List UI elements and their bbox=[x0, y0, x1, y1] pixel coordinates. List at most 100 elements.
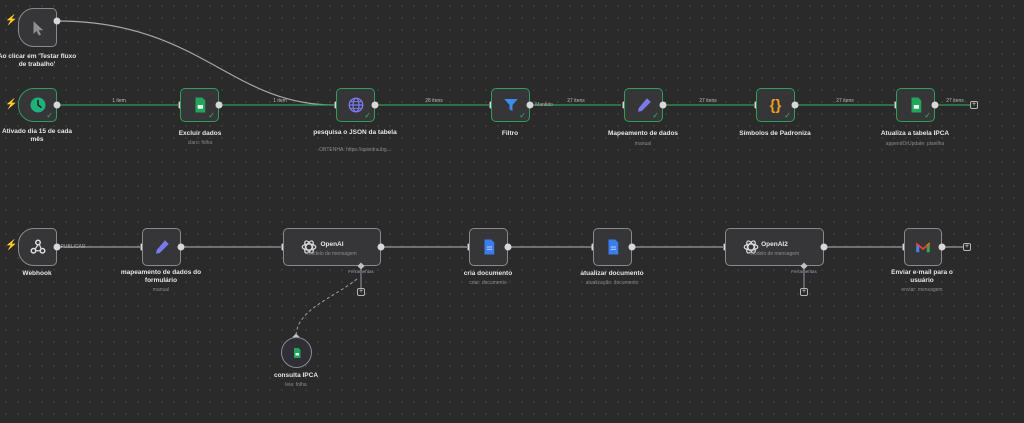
edge-click-to-http[interactable] bbox=[56, 20, 335, 106]
node-mapeamento-dados[interactable]: ✓ bbox=[624, 88, 663, 122]
node-label: Excluir dados bbox=[178, 130, 222, 137]
globe-icon bbox=[347, 96, 365, 114]
edge-item-count: 1 item bbox=[273, 98, 287, 104]
node-text: OpenAI Modelo de mensagem bbox=[284, 241, 380, 257]
node-label: mapeamento de dados do formulário bbox=[120, 269, 202, 284]
code-braces-icon: {} bbox=[769, 96, 782, 114]
tool-label: Ferramentas bbox=[791, 269, 817, 274]
node-label: Filtro bbox=[501, 130, 519, 137]
output-handle[interactable] bbox=[377, 243, 385, 251]
edge-item-count: 27 itens bbox=[699, 98, 717, 104]
output-handle[interactable] bbox=[931, 101, 939, 109]
edge-output-label: PUBLICAR bbox=[60, 244, 86, 250]
clock-icon bbox=[29, 96, 47, 114]
node-label: cria documento bbox=[463, 270, 513, 277]
add-node-button[interactable]: + bbox=[963, 243, 971, 251]
pencil-icon bbox=[635, 96, 653, 114]
add-node-button[interactable]: + bbox=[970, 101, 978, 109]
output-handle[interactable] bbox=[659, 101, 667, 109]
edge-item-count: 28 itens bbox=[425, 98, 443, 104]
output-handle[interactable] bbox=[53, 17, 61, 25]
node-label: Ativado dia 15 de cada mês bbox=[1, 128, 73, 143]
output-handle[interactable] bbox=[371, 101, 379, 109]
trigger-bolt-icon: ⚡ bbox=[5, 15, 18, 26]
openai-icon bbox=[742, 238, 760, 256]
node-subtitle: atualização: documento bbox=[585, 280, 639, 286]
node-mapeamento-formulario[interactable] bbox=[142, 228, 181, 266]
edge-output-label: Mantido bbox=[535, 102, 553, 108]
openai-icon bbox=[300, 238, 318, 256]
pencil-icon bbox=[153, 238, 171, 256]
add-tool-button[interactable]: + bbox=[800, 288, 808, 296]
node-subtitle: OBTENHA: https://apisidra.ibg... bbox=[319, 147, 391, 153]
node-label: Enviar e-mail para o usuário bbox=[891, 269, 953, 284]
webhook-icon bbox=[29, 238, 47, 256]
output-handle[interactable] bbox=[215, 101, 223, 109]
node-gmail[interactable] bbox=[904, 228, 942, 266]
output-handle[interactable] bbox=[628, 243, 636, 251]
success-check-icon: ✓ bbox=[519, 111, 526, 120]
node-label: OpenAI2 bbox=[761, 241, 788, 248]
google-docs-icon bbox=[604, 238, 622, 256]
node-label: Atualiza a tabela IPCA bbox=[880, 130, 950, 137]
output-handle[interactable] bbox=[791, 101, 799, 109]
node-label: Mapeamento de dados bbox=[607, 130, 679, 137]
node-subtitle: manual bbox=[152, 287, 170, 293]
trigger-bolt-icon: ⚡ bbox=[5, 240, 18, 251]
node-subtitle: manual bbox=[634, 141, 652, 147]
node-subtitle: appendOrUpdate: planilha bbox=[885, 141, 945, 147]
node-atualizar-documento[interactable] bbox=[593, 228, 632, 266]
node-cria-documento[interactable] bbox=[469, 228, 508, 266]
node-label: Webhook bbox=[22, 270, 52, 277]
success-check-icon: ✓ bbox=[364, 111, 371, 120]
success-check-icon: ✓ bbox=[652, 111, 659, 120]
node-filtro[interactable]: ✓ bbox=[491, 88, 530, 122]
output-handle[interactable] bbox=[526, 101, 534, 109]
node-subtitle: Modelo de mensagem bbox=[749, 251, 800, 257]
add-tool-button[interactable]: + bbox=[357, 288, 365, 296]
output-handle[interactable] bbox=[504, 243, 512, 251]
success-check-icon: ✓ bbox=[46, 111, 53, 120]
node-webhook[interactable] bbox=[18, 228, 57, 266]
success-check-icon: ✓ bbox=[784, 111, 791, 120]
edge-item-count: 1 item bbox=[112, 98, 126, 104]
node-consulta-ipca[interactable] bbox=[281, 337, 312, 368]
node-click-trigger[interactable] bbox=[18, 8, 57, 47]
output-handle[interactable] bbox=[53, 101, 61, 109]
node-openai2[interactable]: OpenAI2 Modelo de mensagem bbox=[725, 228, 824, 266]
edge-item-count: 27 itens bbox=[946, 98, 964, 104]
google-docs-icon bbox=[480, 238, 498, 256]
node-subtitle: Modelo de mensagem bbox=[307, 251, 357, 257]
node-subtitle: claro: folha bbox=[187, 140, 213, 146]
node-label: Ao clicar em 'Testar fluxo de trabalho' bbox=[0, 53, 77, 68]
success-check-icon: ✓ bbox=[208, 111, 215, 120]
output-handle[interactable] bbox=[177, 243, 185, 251]
node-label: atualizar documento bbox=[580, 270, 644, 277]
cursor-icon bbox=[29, 19, 47, 37]
filter-icon bbox=[502, 96, 520, 114]
gmail-icon bbox=[914, 238, 932, 256]
google-sheets-icon bbox=[291, 347, 303, 359]
output-handle[interactable] bbox=[938, 243, 946, 251]
node-schedule-trigger[interactable]: ✓ bbox=[18, 88, 57, 122]
tool-label: Ferramentas bbox=[348, 269, 374, 274]
google-sheets-icon bbox=[191, 96, 209, 114]
node-label: OpenAI bbox=[320, 241, 344, 248]
edge-openai1-tool-to-consulta[interactable] bbox=[295, 278, 358, 338]
edge-item-count: 27 itens bbox=[836, 98, 854, 104]
trigger-bolt-icon: ⚡ bbox=[5, 99, 18, 110]
google-sheets-icon bbox=[907, 96, 925, 114]
node-openai[interactable]: OpenAI Modelo de mensagem bbox=[283, 228, 381, 266]
success-check-icon: ✓ bbox=[924, 111, 931, 120]
node-simbolos-padroniza[interactable]: {} ✓ bbox=[756, 88, 795, 122]
node-subtitle: enviar: mensagem bbox=[901, 287, 943, 293]
node-excluir-dados[interactable]: ✓ bbox=[180, 88, 219, 122]
output-handle[interactable] bbox=[53, 243, 61, 251]
edge-item-count: 27 itens bbox=[567, 98, 585, 104]
node-http-request[interactable]: ✓ bbox=[336, 88, 375, 122]
output-handle[interactable] bbox=[820, 243, 828, 251]
node-subtitle: criar: documento bbox=[469, 280, 507, 286]
node-label: Símbolos de Padroniza bbox=[739, 130, 811, 137]
node-atualiza-tabela[interactable]: ✓ bbox=[896, 88, 935, 122]
